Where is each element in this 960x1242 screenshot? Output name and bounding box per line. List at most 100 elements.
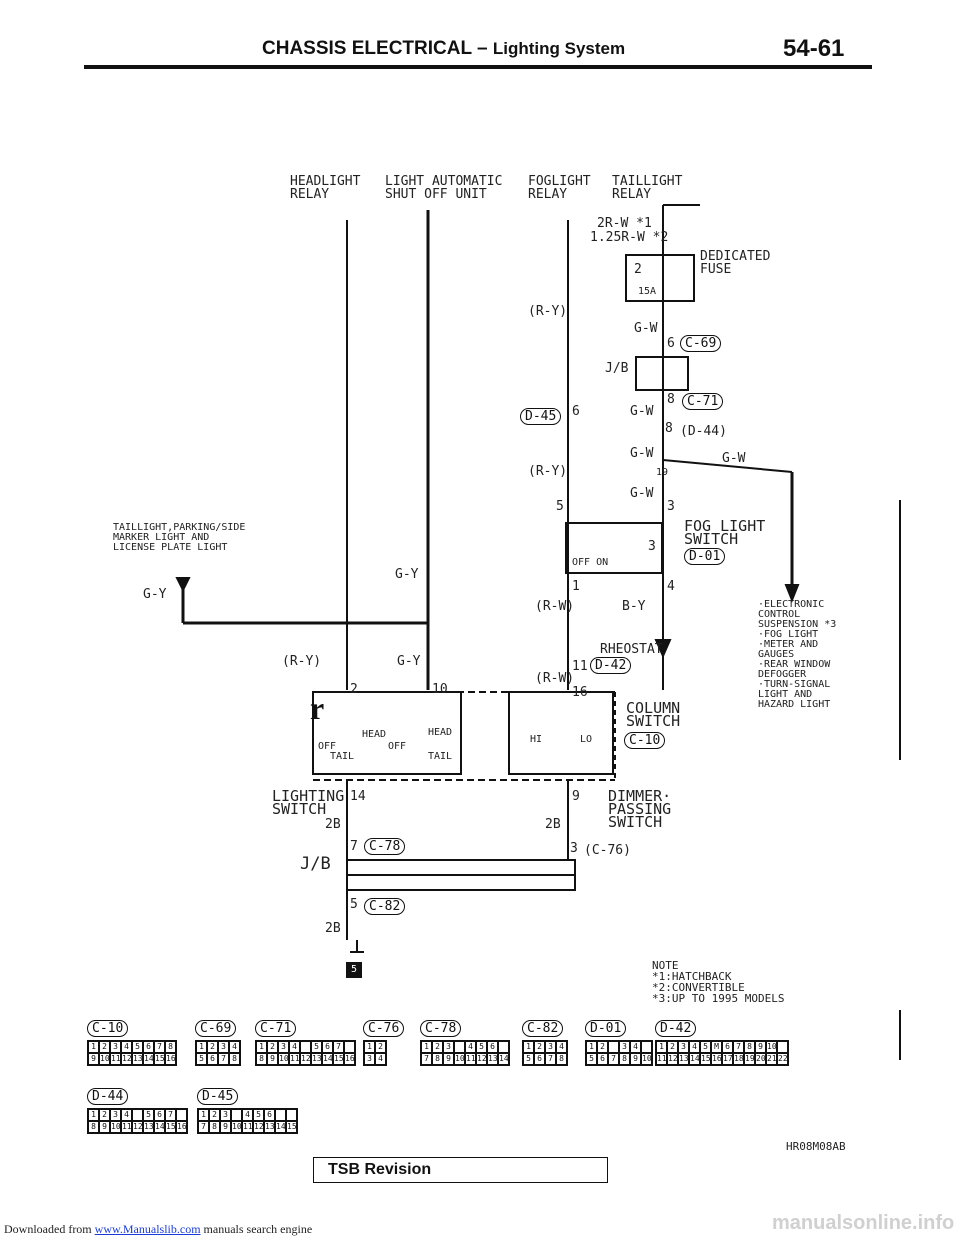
connector-pin: 13 (143, 1121, 154, 1133)
connector-tag-d-45: D-45 (197, 1088, 239, 1105)
off-label-2: OFF (388, 741, 407, 752)
connector-pin: 8 (229, 1053, 240, 1065)
drawing-code: HR08M08AB (786, 1140, 846, 1153)
page-header: CHASSIS ELECTRICAL – Lighting System (262, 38, 625, 60)
connector-pin: 9 (755, 1041, 766, 1053)
connector-pin (777, 1041, 788, 1053)
connector-pin: 14 (154, 1121, 165, 1133)
connector-pin: 16 (176, 1121, 187, 1133)
connector-pin: 7 (421, 1053, 432, 1065)
connector-pin: 12 (253, 1121, 264, 1133)
fog-off-on: OFF ON (572, 557, 609, 568)
note-block: NOTE *1:HATCHBACK *2:CONVERTIBLE *3:UP T… (652, 959, 785, 1005)
headlight-relay-label: HEADLIGHT RELAY (290, 174, 361, 202)
footer-post: manuals search engine (203, 1222, 313, 1236)
connector-pin: 6 (143, 1041, 154, 1053)
wire-gw-2: G-W (630, 404, 654, 419)
connector-pin: 14 (498, 1053, 509, 1065)
wire-gy-mid: G-Y (395, 567, 419, 582)
connector-pin: 10 (278, 1053, 289, 1065)
pin-3: 3 (667, 499, 675, 514)
wire-2b-1: 2B (325, 817, 341, 832)
column-switch-label: COLUMN SWITCH (626, 699, 681, 730)
connector-pin (275, 1109, 286, 1121)
pin-6b: 6 (572, 404, 580, 419)
header-subtitle: Lighting System (492, 39, 626, 58)
connector-pin: 10 (231, 1121, 242, 1133)
connector-pin: 14 (689, 1053, 700, 1065)
connector-pin: 10 (766, 1041, 777, 1053)
wire-gy-2: G-Y (397, 654, 421, 669)
connector-pin: 2 (375, 1041, 386, 1053)
connector-pin: 5 (143, 1109, 154, 1121)
connector-pin: 8 (256, 1053, 267, 1065)
connector-pin: 8 (88, 1121, 99, 1133)
connector-pin: 14 (322, 1053, 333, 1065)
connector-pin: 10 (110, 1121, 121, 1133)
connector-pin (132, 1109, 143, 1121)
connector-pin: 1 (656, 1041, 667, 1053)
connector-pin: 3 (110, 1109, 121, 1121)
footer-link[interactable]: www.Manualslib.com (94, 1222, 201, 1236)
connector-pin: 18 (733, 1053, 744, 1065)
connector-pin: 17 (722, 1053, 733, 1065)
connector-pin: 12 (476, 1053, 487, 1065)
connector-pin: 2 (667, 1041, 678, 1053)
connector-pin: 7 (165, 1109, 176, 1121)
connector-pin: 2 (432, 1041, 443, 1053)
pin-3b: 3 (570, 841, 578, 856)
connector-pin: 8 (165, 1041, 176, 1053)
connector-pin: 6 (322, 1041, 333, 1053)
connector-pin: 13 (311, 1053, 322, 1065)
connector-pin: 4 (289, 1041, 300, 1053)
connector-pin: 1 (88, 1109, 99, 1121)
auto-shutoff-label: LIGHT AUTOMATIC SHUT OFF UNIT (385, 174, 503, 202)
connector-pin: 22 (777, 1053, 788, 1065)
connector-pin: 12 (132, 1121, 143, 1133)
connector-pin (176, 1109, 187, 1121)
jb-label-2: J/B (300, 854, 331, 874)
pin-7: 7 (350, 839, 358, 854)
connector-pin: 2 (597, 1041, 608, 1053)
pin-5: 5 (556, 499, 564, 514)
connector-pin: 13 (678, 1053, 689, 1065)
connector-tag-c-71: C-71 (255, 1020, 297, 1037)
wire-ry-2: (R-Y) (528, 464, 568, 479)
connector-pin: 8 (556, 1053, 567, 1065)
connector-pin: 12 (667, 1053, 678, 1065)
connector-pin (286, 1109, 297, 1121)
header-title: CHASSIS ELECTRICAL (262, 38, 472, 59)
wire-gy-left: G-Y (143, 587, 167, 602)
connector-pin: 9 (630, 1053, 641, 1065)
connector-tag-c-82: C-82 (522, 1020, 564, 1037)
connector-pin: 11 (242, 1121, 253, 1133)
connector-pin: 3 (364, 1053, 375, 1065)
connector-pin: 3 (545, 1041, 556, 1053)
connector-tag-c-76: C-76 (363, 1020, 405, 1037)
connector-pin: 4 (375, 1053, 386, 1065)
connector-pin: 2 (99, 1109, 110, 1121)
connector-pin (344, 1041, 355, 1053)
connector-pin: 9 (220, 1121, 231, 1133)
connector-pin: 3 (220, 1109, 231, 1121)
pin-11: 11 (572, 659, 588, 674)
connector-pin: 16 (344, 1053, 355, 1065)
connector-pin: 2 (267, 1041, 278, 1053)
wire-ry-1: (R-Y) (528, 304, 568, 319)
connector-pin: 9 (99, 1121, 110, 1133)
footer-right: manualsonline.info (772, 1212, 955, 1234)
pin-8a: 8 (667, 392, 675, 407)
connector-pin: 11 (289, 1053, 300, 1065)
connector-c69-ref: C-69 (680, 335, 722, 352)
connector-pin: 3 (678, 1041, 689, 1053)
connector-pin: 15 (154, 1053, 165, 1065)
conn-d44-paren: (D-44) (680, 424, 727, 439)
connector-pin: 13 (264, 1121, 275, 1133)
connector-pin: 3 (443, 1041, 454, 1053)
wire-gw-right: G-W (722, 451, 746, 466)
pin-6a: 6 (667, 336, 675, 351)
